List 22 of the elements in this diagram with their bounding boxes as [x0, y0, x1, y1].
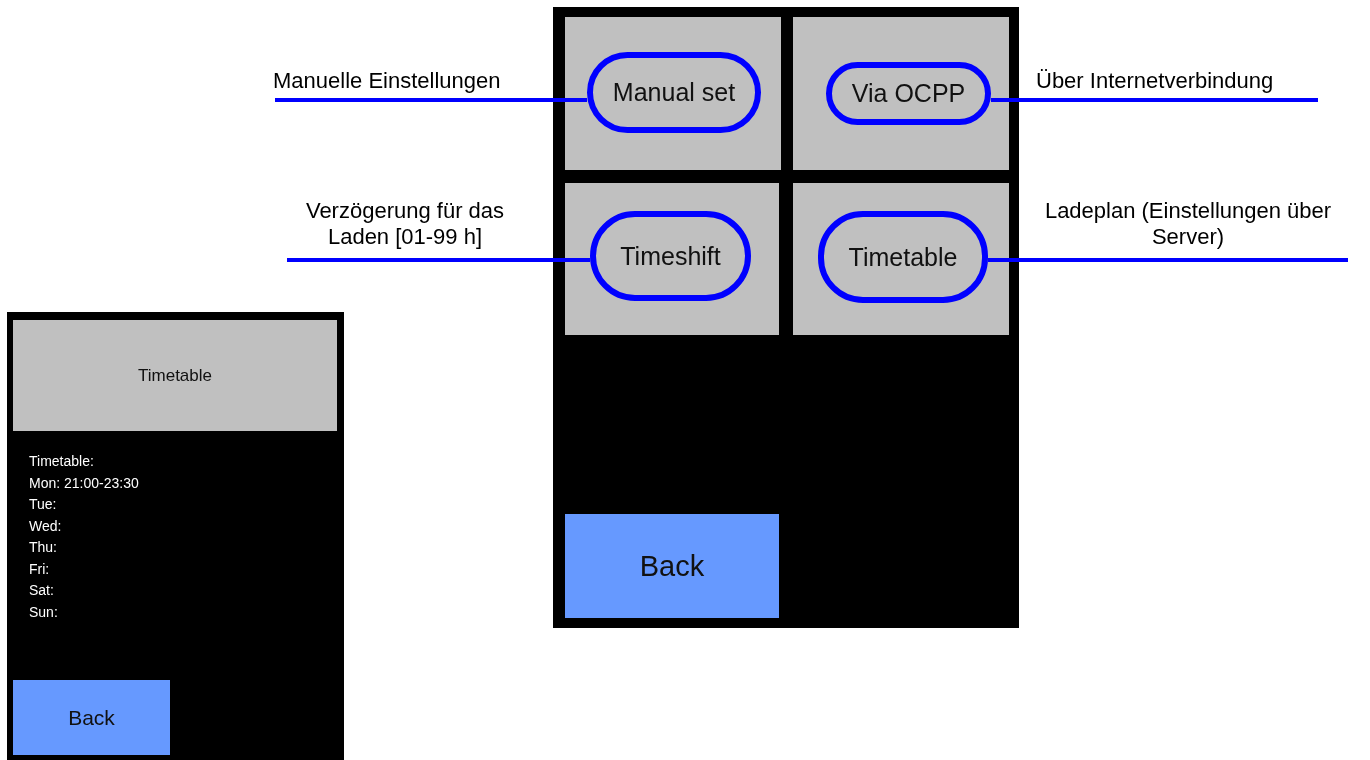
callout-text: Über Internetverbindung: [1036, 68, 1320, 103]
screen-text: Fri:: [29, 559, 51, 579]
screen-text: Sat:: [29, 581, 55, 600]
callout-text: Manuelle Einstellungen: [273, 68, 541, 103]
screen-text: Mon: 21:00-23:30: [29, 473, 140, 493]
leader-line: [991, 98, 1318, 102]
callout-text: Ladeplan (Einstellungen über Server): [1026, 198, 1350, 263]
back-button: Back: [565, 514, 779, 618]
callout-text: Verzögerung für das Laden [01-99 h]: [285, 198, 525, 263]
menu-button: Via OCPP: [826, 62, 991, 125]
menu-button: Timetable: [818, 211, 988, 303]
screen-text: Thu:: [29, 538, 58, 557]
back-button: Back: [13, 680, 170, 755]
screen-text: Timetable:: [29, 452, 95, 471]
menu-button: Manual set: [587, 52, 761, 133]
screen-text: Tue:: [29, 495, 58, 514]
screen-text: Wed:: [29, 516, 63, 536]
screen-text: Sun:: [29, 602, 59, 622]
leader-line: [988, 258, 1348, 262]
screen-header: Timetable: [13, 320, 337, 431]
leader-line: [275, 98, 587, 102]
leader-line: [287, 258, 590, 262]
